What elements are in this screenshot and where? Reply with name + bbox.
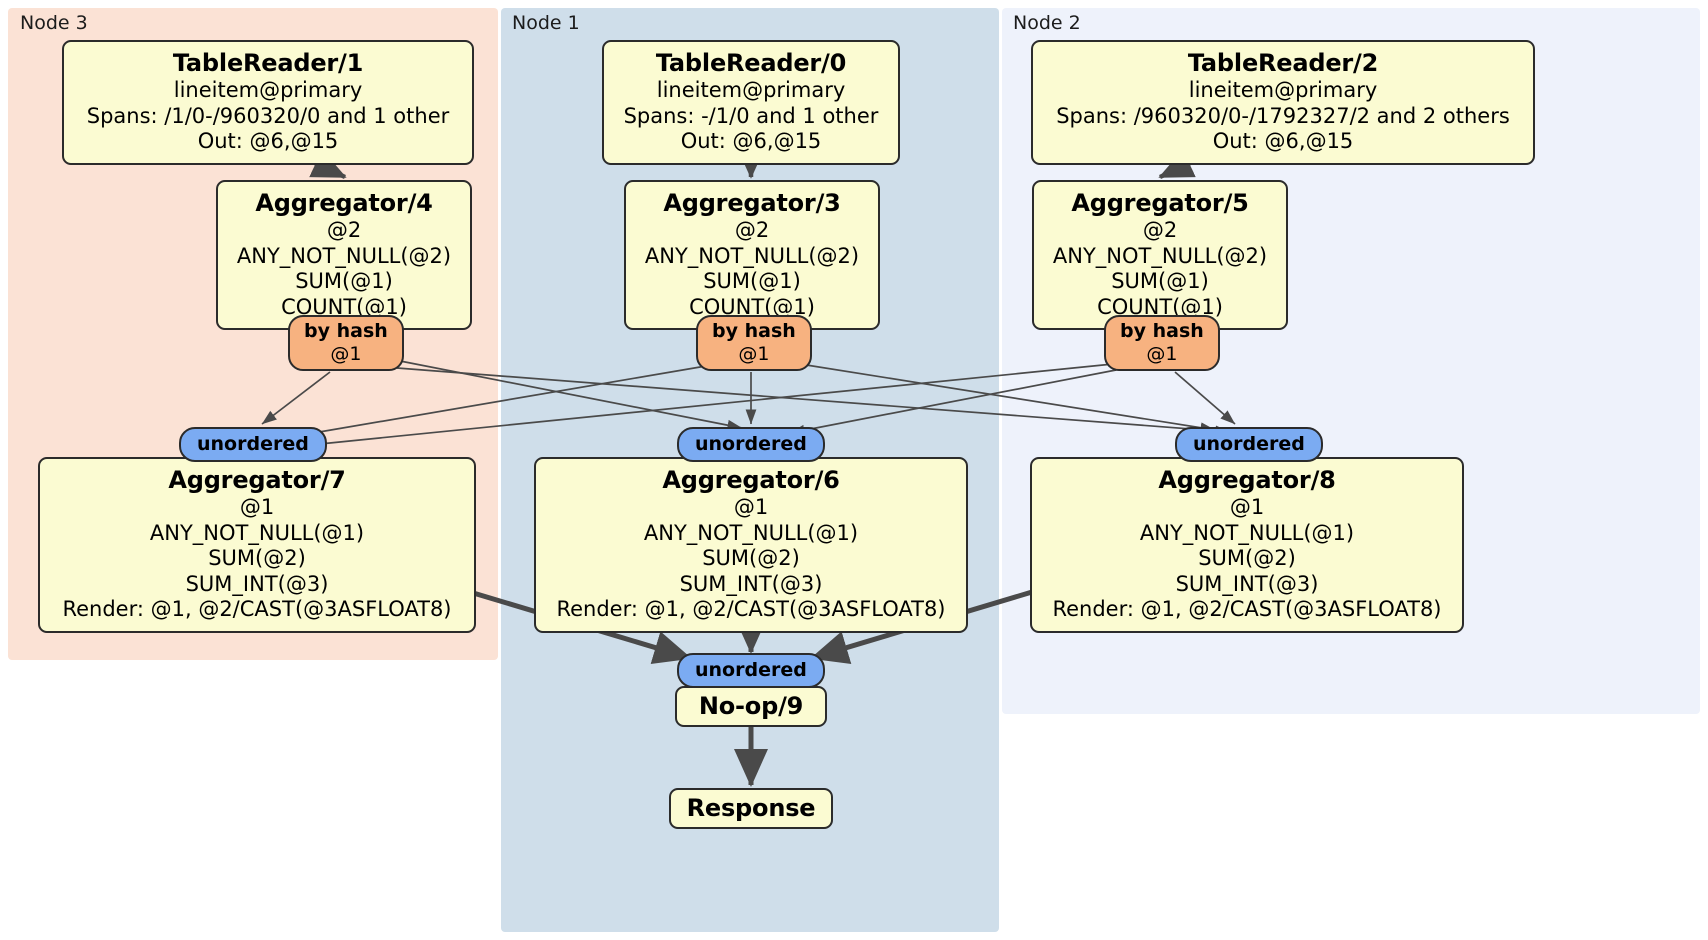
region-label-node-1: Node 1	[512, 12, 580, 34]
processor-line: lineitem@primary	[173, 78, 363, 102]
processor-line: COUNT(@1)	[1097, 294, 1223, 319]
processor-tablereader-2[interactable]: TableReader/2 lineitem@primary Spans: /9…	[1031, 40, 1535, 165]
synchronizer-unordered-noop-9[interactable]: unordered	[677, 653, 825, 689]
router-sublabel: @1	[330, 343, 362, 365]
processor-line: @1	[1229, 495, 1265, 519]
processor-line: Spans: /960320/0-/1792327/2 and 2 others	[1056, 103, 1510, 128]
processor-aggregator-3[interactable]: Aggregator/3 @2 ANY_NOT_NULL(@2) SUM(@1)…	[624, 180, 880, 330]
processor-line: SUM(@2)	[1198, 546, 1296, 570]
processor-line: SUM(@2)	[208, 546, 306, 570]
processor-line: SUM(@1)	[703, 269, 801, 293]
processor-aggregator-7[interactable]: Aggregator/7 @1 ANY_NOT_NULL(@1) SUM(@2)…	[38, 457, 476, 633]
processor-line: Out: @6,@15	[680, 129, 822, 153]
processor-line: Out: @6,@15	[1212, 129, 1354, 153]
synchronizer-label: unordered	[695, 659, 807, 681]
processor-line: SUM_INT(@3)	[1175, 571, 1319, 596]
processor-line: @2	[1142, 218, 1178, 242]
region-label-node-2: Node 2	[1013, 12, 1081, 34]
router-label: by hash	[1120, 320, 1204, 342]
processor-line: @1	[733, 495, 769, 519]
processor-line: @1	[239, 495, 275, 519]
processor-line: SUM_INT(@3)	[185, 571, 329, 596]
processor-tablereader-0[interactable]: TableReader/0 lineitem@primary Spans: -/…	[602, 40, 900, 165]
processor-line: Spans: /1/0-/960320/0 and 1 other	[86, 103, 450, 128]
processor-aggregator-6[interactable]: Aggregator/6 @1 ANY_NOT_NULL(@1) SUM(@2)…	[534, 457, 968, 633]
processor-line: COUNT(@1)	[689, 294, 815, 319]
synchronizer-unordered-aggregator-6[interactable]: unordered	[677, 427, 825, 463]
processor-line: ANY_NOT_NULL(@2)	[644, 243, 860, 268]
processor-title: Aggregator/8	[1158, 466, 1336, 494]
router-by-hash-aggregator-4[interactable]: by hash @1	[288, 315, 404, 371]
processor-line: ANY_NOT_NULL(@2)	[1052, 243, 1268, 268]
router-sublabel: @1	[738, 343, 770, 365]
processor-line: Out: @6,@15	[197, 129, 339, 153]
synchronizer-label: unordered	[197, 433, 309, 455]
processor-line: COUNT(@1)	[281, 294, 407, 319]
processor-noop-9[interactable]: No-op/9	[675, 686, 827, 727]
processor-title: TableReader/1	[172, 49, 364, 77]
processor-title: Aggregator/5	[1071, 189, 1249, 217]
processor-title: Aggregator/7	[168, 466, 346, 494]
processor-line: Spans: -/1/0 and 1 other	[623, 103, 879, 128]
processor-line: ANY_NOT_NULL(@1)	[643, 520, 859, 545]
synchronizer-label: unordered	[1193, 433, 1305, 455]
processor-line: SUM(@1)	[295, 269, 393, 293]
processor-line: Render: @1, @2/CAST(@3ASFLOAT8)	[62, 597, 452, 621]
synchronizer-unordered-aggregator-7[interactable]: unordered	[179, 427, 327, 463]
processor-line: lineitem@primary	[1188, 78, 1378, 102]
processor-title: TableReader/2	[1187, 49, 1379, 77]
processor-response[interactable]: Response	[669, 788, 833, 829]
processor-line: Render: @1, @2/CAST(@3ASFLOAT8)	[556, 597, 946, 621]
processor-title: No-op/9	[698, 692, 804, 720]
processor-line: ANY_NOT_NULL(@1)	[1139, 520, 1355, 545]
processor-title: Aggregator/6	[662, 466, 840, 494]
processor-line: SUM_INT(@3)	[679, 571, 823, 596]
processor-line: @2	[734, 218, 770, 242]
processor-line: lineitem@primary	[656, 78, 846, 102]
router-sublabel: @1	[1146, 343, 1178, 365]
router-label: by hash	[304, 320, 388, 342]
processor-title: Aggregator/3	[663, 189, 841, 217]
processor-tablereader-1[interactable]: TableReader/1 lineitem@primary Spans: /1…	[62, 40, 474, 165]
processor-line: SUM(@1)	[1111, 269, 1209, 293]
processor-line: @2	[326, 218, 362, 242]
processor-aggregator-8[interactable]: Aggregator/8 @1 ANY_NOT_NULL(@1) SUM(@2)…	[1030, 457, 1464, 633]
processor-line: ANY_NOT_NULL(@2)	[236, 243, 452, 268]
processor-title: TableReader/0	[655, 49, 847, 77]
processor-title: Response	[686, 794, 816, 822]
processor-title: Aggregator/4	[255, 189, 433, 217]
synchronizer-unordered-aggregator-8[interactable]: unordered	[1175, 427, 1323, 463]
processor-line: SUM(@2)	[702, 546, 800, 570]
processor-line: ANY_NOT_NULL(@1)	[149, 520, 365, 545]
region-label-node-3: Node 3	[20, 12, 88, 34]
synchronizer-label: unordered	[695, 433, 807, 455]
router-by-hash-aggregator-5[interactable]: by hash @1	[1104, 315, 1220, 371]
router-label: by hash	[712, 320, 796, 342]
processor-aggregator-5[interactable]: Aggregator/5 @2 ANY_NOT_NULL(@2) SUM(@1)…	[1032, 180, 1288, 330]
processor-line: Render: @1, @2/CAST(@3ASFLOAT8)	[1052, 597, 1442, 621]
router-by-hash-aggregator-3[interactable]: by hash @1	[696, 315, 812, 371]
processor-aggregator-4[interactable]: Aggregator/4 @2 ANY_NOT_NULL(@2) SUM(@1)…	[216, 180, 472, 330]
